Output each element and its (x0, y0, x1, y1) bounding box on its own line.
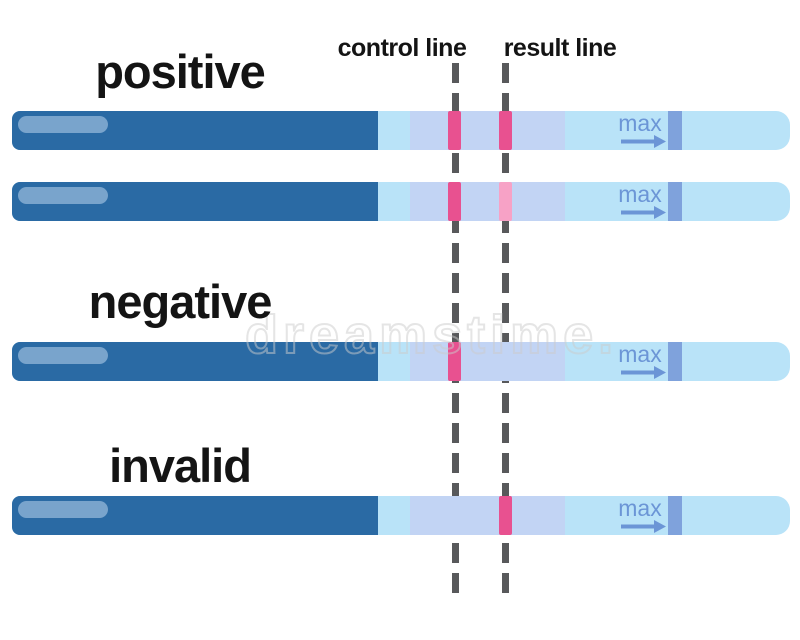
max-label: max (618, 181, 662, 207)
max-label: max (618, 110, 662, 136)
strip-handle (12, 182, 378, 221)
strip-handle-highlight (18, 501, 108, 518)
control-line-label: control line (337, 34, 467, 62)
strip-handle (12, 342, 378, 381)
max-label: max (618, 341, 662, 367)
strip-handle-highlight (18, 116, 108, 133)
max-fill-line (668, 496, 682, 535)
max-label: max (618, 495, 662, 521)
max-arrow-icon (621, 206, 666, 219)
result-line-band (499, 496, 512, 535)
strip-handle-highlight (18, 187, 108, 204)
test-window (410, 182, 565, 221)
result-line-band (499, 182, 512, 221)
max-arrow-icon (621, 520, 666, 533)
section-label-positive: positive (95, 45, 266, 98)
max-fill-line (668, 111, 682, 150)
result-line-guide (502, 63, 509, 600)
max-arrow-icon (621, 135, 666, 148)
max-fill-line (668, 182, 682, 221)
test-strip-positive-2: max (12, 182, 790, 221)
test-strip-invalid: max (12, 496, 790, 535)
strip-handle (12, 496, 378, 535)
test-window (410, 496, 565, 535)
control-line-guide (452, 63, 459, 600)
control-line-band (448, 342, 461, 381)
strip-handle-highlight (18, 347, 108, 364)
control-line-band (448, 111, 461, 150)
test-strip-positive-1: max (12, 111, 790, 150)
result-line-label: result line (503, 34, 617, 62)
control-line-band (448, 182, 461, 221)
test-window (410, 111, 565, 150)
section-label-negative: negative (88, 275, 273, 328)
strip-handle (12, 111, 378, 150)
test-strip-negative: max (12, 342, 790, 381)
result-line-band (499, 111, 512, 150)
max-fill-line (668, 342, 682, 381)
test-window (410, 342, 565, 381)
section-label-invalid: invalid (109, 439, 252, 492)
max-arrow-icon (621, 366, 666, 379)
